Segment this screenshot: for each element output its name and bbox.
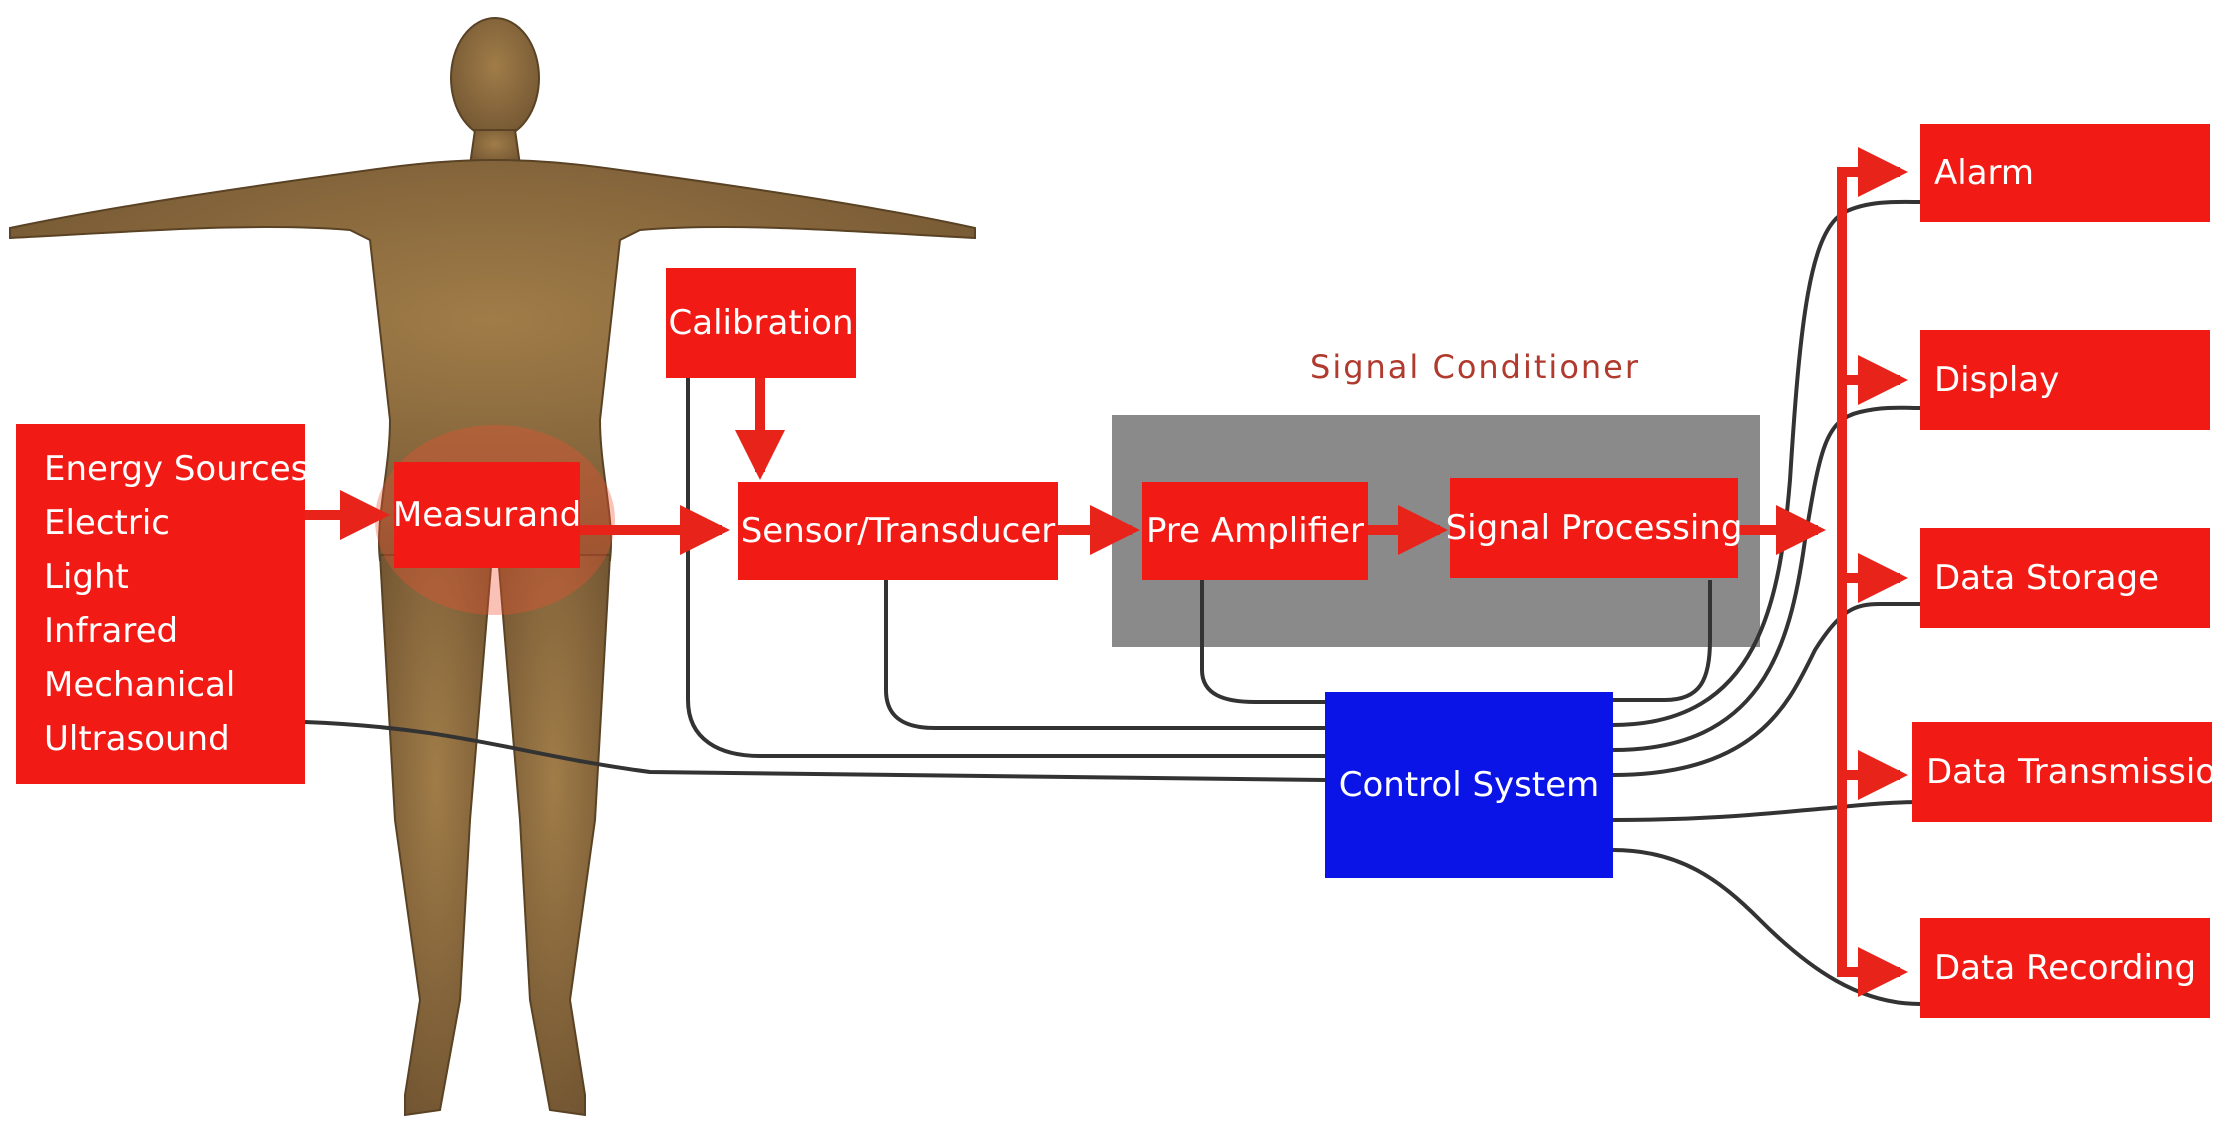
data-transmission-block: Data Transmission — [1912, 722, 2228, 822]
alarm-block: Alarm — [1920, 124, 2210, 222]
signal-conditioner-title: Signal Conditioner — [1310, 348, 1641, 386]
wire-preamp-control — [1200, 580, 1325, 704]
wire-sensor-control — [884, 580, 1325, 730]
signal-arrows — [305, 147, 1909, 997]
data-recording-label: Data Recording — [1934, 948, 2197, 988]
measurand-label: Measurand — [392, 495, 582, 535]
control-wires — [304, 199, 1921, 1006]
pre-amplifier-label: Pre Amplifier — [1145, 511, 1365, 551]
data-recording-block: Data Recording — [1920, 918, 2210, 1018]
sensor-transducer-block: Sensor/Transducer — [738, 482, 1058, 580]
wire-control-alarm — [1612, 199, 1921, 727]
signal-processing-block: Signal Processing — [1446, 478, 1742, 578]
calibration-block: Calibration — [666, 268, 856, 378]
measurand-block: Measurand — [392, 462, 582, 568]
wire-energy-control — [304, 720, 1326, 782]
display-block: Display — [1920, 330, 2210, 430]
human-body-icon — [9, 17, 976, 1117]
energy-infrared: Infrared — [44, 611, 179, 651]
energy-electric: Electric — [44, 503, 170, 543]
data-transmission-label: Data Transmission — [1926, 752, 2228, 792]
data-storage-label: Data Storage — [1934, 558, 2160, 598]
wire-calibration-control — [686, 378, 1325, 758]
energy-light: Light — [44, 557, 129, 597]
pre-amplifier-block: Pre Amplifier — [1142, 482, 1368, 580]
display-label: Display — [1934, 360, 2060, 400]
energy-mechanical: Mechanical — [44, 665, 236, 705]
control-system-label: Control System — [1338, 765, 1600, 805]
energy-ultrasound: Ultrasound — [44, 719, 230, 759]
calibration-label: Calibration — [668, 303, 854, 343]
wire-processing-control — [1613, 580, 1712, 702]
energy-sources-title: Energy Sources — [44, 449, 309, 489]
data-storage-block: Data Storage — [1920, 528, 2210, 628]
signal-processing-label: Signal Processing — [1445, 508, 1743, 548]
wire-control-transmission — [1612, 800, 1921, 822]
wire-control-recording — [1612, 848, 1921, 1006]
sensor-transducer-label: Sensor/Transducer — [740, 511, 1056, 551]
wire-control-storage — [1612, 602, 1920, 777]
control-system-block: Control System — [1325, 692, 1613, 878]
alarm-label: Alarm — [1934, 153, 2035, 193]
energy-sources-block: Energy Sources Electric Light Infrared M… — [16, 424, 309, 784]
